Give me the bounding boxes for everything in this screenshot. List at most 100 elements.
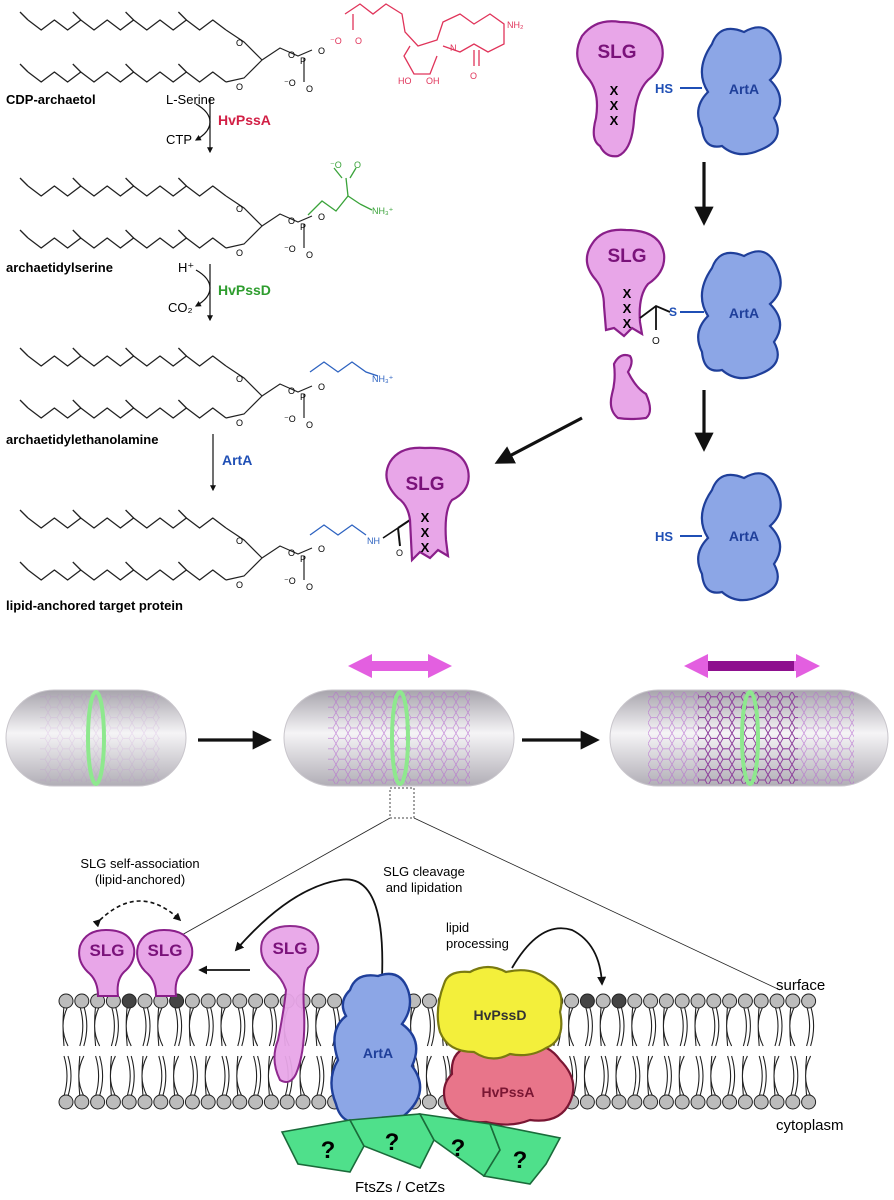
isoprenoid-chain	[27, 185, 227, 197]
lipid-tail	[125, 1005, 132, 1047]
cleavage-arrow	[234, 878, 384, 979]
slg-label-2: SLG	[607, 246, 646, 267]
atom-label: ⁻O	[284, 414, 296, 424]
methyl-branch	[125, 509, 135, 519]
lipid-tail	[726, 1005, 733, 1047]
label-self-association-2: (lipid-anchored)	[95, 872, 185, 887]
lipid-tail	[757, 1005, 764, 1047]
glycerol-backbone	[225, 527, 313, 581]
methyl-branch	[19, 229, 29, 239]
methyl-branch	[72, 229, 82, 239]
lipid-head	[58, 1094, 74, 1110]
lipid-head	[295, 1094, 311, 1110]
ethanolamine-headgroup	[309, 361, 379, 377]
lipid-tail	[695, 1055, 704, 1097]
lipid-head	[121, 1094, 137, 1110]
lipid-tail	[710, 1055, 717, 1097]
atom-label: ⁻O	[284, 244, 296, 254]
lipid-head	[137, 1094, 153, 1110]
label-self-association-1: SLG self-association	[80, 856, 199, 871]
lipid-tail	[142, 1005, 151, 1047]
methyl-branch	[125, 63, 135, 73]
lipid-head	[801, 1094, 817, 1110]
lipid-tail	[157, 1005, 164, 1047]
methyl-branch	[19, 177, 29, 187]
svg-text:X: X	[610, 83, 619, 98]
lipid-head	[121, 993, 137, 1009]
lipid-head	[263, 993, 279, 1009]
lipid-tail	[678, 1055, 685, 1097]
methyl-branch	[125, 399, 135, 409]
lipid-head	[200, 1094, 216, 1110]
slg-full: SLG X X X	[576, 20, 664, 158]
slg-fragment	[609, 353, 652, 421]
cells-row	[5, 654, 889, 991]
lipid-head	[611, 1094, 627, 1110]
lipid-head	[579, 993, 595, 1009]
lipid-head	[311, 993, 327, 1009]
glycerol-backbone	[225, 195, 313, 249]
thiol-3: HS	[655, 529, 673, 544]
compound-cdp-archaetol: CDP-archaetol	[6, 92, 96, 107]
isoprenoid-chain	[27, 407, 227, 419]
methyl-branch	[177, 11, 187, 21]
lipid-tail	[189, 1055, 198, 1097]
lipid-head	[785, 1094, 801, 1110]
lipid-tail	[615, 1055, 622, 1097]
lipid-tail	[599, 1005, 606, 1047]
label-cleavage-2: and lipidation	[386, 880, 463, 895]
atom-label: ⁻O	[284, 78, 296, 88]
lipid-tail	[316, 1055, 325, 1097]
lipid-head	[248, 993, 264, 1009]
methyl-branch	[72, 399, 82, 409]
lipid-tail	[758, 1055, 767, 1097]
lipid-head	[263, 1094, 279, 1110]
lipid-tail	[773, 1055, 780, 1097]
slg-membrane-1: SLG	[78, 928, 136, 997]
atom-label: O	[306, 84, 313, 94]
growth-arrow-2	[684, 654, 820, 678]
lipid-tail	[109, 1055, 116, 1097]
svg-text:X: X	[421, 525, 430, 540]
lipid-tail	[742, 1005, 751, 1047]
lipid-head	[579, 1094, 595, 1110]
compound-lipid-anchored-protein: lipid-anchored target protein	[6, 598, 183, 613]
lipid-tail	[158, 1055, 167, 1097]
label-cytoplasm: cytoplasm	[776, 1117, 844, 1134]
label-surface: surface	[776, 977, 825, 994]
ftsz-q1: ?	[321, 1137, 336, 1164]
hvpssa-label: HvPssA	[482, 1084, 535, 1100]
lipid-head	[327, 993, 343, 1009]
lipid-tail	[584, 1005, 593, 1047]
lipid-head	[627, 993, 643, 1009]
lipid-tail	[221, 1055, 230, 1097]
hvpssa-membrane: HvPssA	[442, 1036, 575, 1126]
isoprenoid-chains	[19, 11, 227, 581]
lipid-head	[184, 1094, 200, 1110]
ftsz-q4: ?	[513, 1147, 528, 1174]
atom-label: P	[300, 554, 306, 564]
lipid-tail	[205, 1005, 214, 1047]
lipid-tail	[600, 1055, 609, 1097]
anchored-headgroup	[309, 519, 411, 547]
slg-m1-label: SLG	[90, 941, 125, 960]
svg-text:X: X	[610, 98, 619, 113]
lipid-head	[105, 1094, 121, 1110]
lipid-tail	[789, 1005, 796, 1047]
lipid-head	[690, 993, 706, 1009]
methyl-branch	[125, 229, 135, 239]
atom-label: P	[300, 222, 306, 232]
isoprenoid-chain	[27, 355, 227, 367]
hvpssd-label: HvPssD	[474, 1007, 527, 1023]
methyl-branch	[19, 399, 29, 409]
lipid-tail	[616, 1005, 625, 1047]
lipid-tail	[62, 1005, 69, 1047]
atom-label: O	[236, 248, 243, 258]
lipid-tail	[173, 1055, 180, 1097]
lipid-head	[753, 1094, 769, 1110]
methyl-branch	[177, 177, 187, 187]
lipid-head	[722, 1094, 738, 1110]
lipid-head	[564, 993, 580, 1009]
